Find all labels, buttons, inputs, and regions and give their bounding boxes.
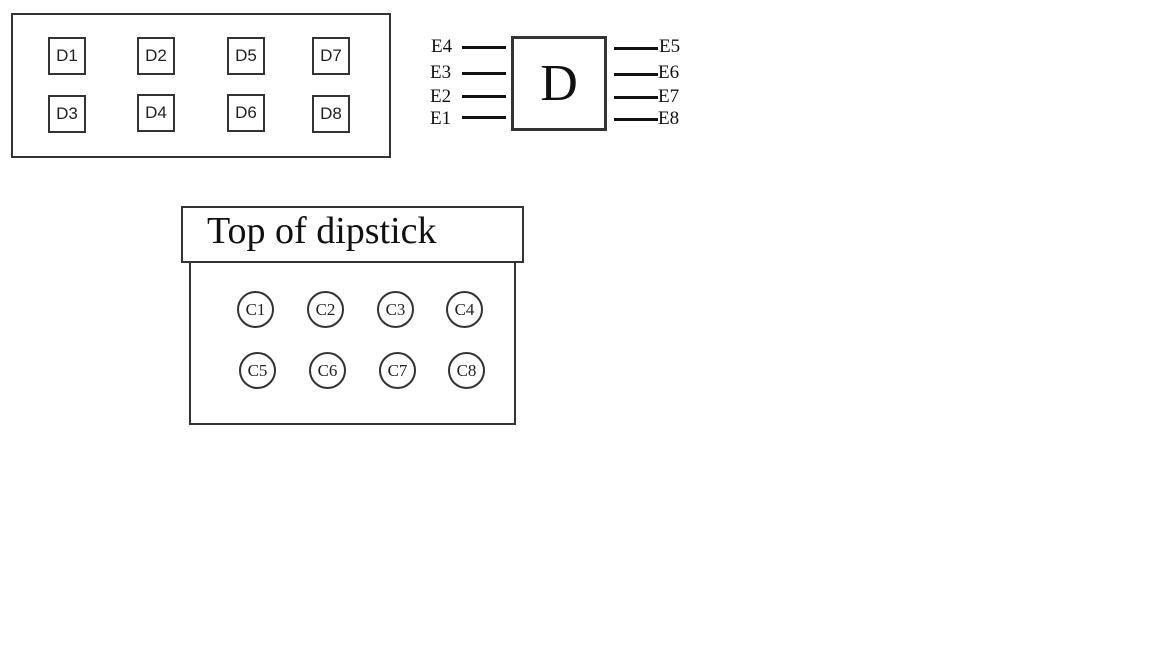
pin-label-e3: E3 [430,62,452,83]
d-contact-panel [11,13,391,158]
d-box-5: D5 [227,37,265,75]
contact-c5: C5 [239,352,276,389]
d-box-1: D1 [48,37,86,75]
contact-c3: C3 [377,291,414,328]
pin-label-e4: E4 [431,36,453,57]
d-box-3: D3 [48,95,86,133]
pin-line-e2 [462,95,506,98]
contact-c7: C7 [379,352,416,389]
d-box-8: D8 [312,95,350,133]
contact-c2: C2 [307,291,344,328]
pin-label-e1: E1 [430,108,452,129]
pin-label-e6: E6 [658,62,680,83]
d-box-6: D6 [227,94,265,132]
pin-line-e1 [462,116,506,119]
dipstick-body [189,261,516,425]
dipstick-top [181,206,524,263]
component-d-label: D [540,55,578,112]
contact-c8: C8 [448,352,485,389]
pin-label-e8: E8 [658,108,680,129]
contact-c1: C1 [237,291,274,328]
pin-line-e3 [462,72,506,75]
pin-label-e5: E5 [659,36,681,57]
d-box-4: D4 [137,94,175,132]
pin-label-e7: E7 [658,86,680,107]
d-box-7: D7 [312,37,350,75]
pin-line-e6 [614,73,658,76]
contact-c6: C6 [309,352,346,389]
pin-line-e4 [462,46,506,49]
pin-line-e7 [614,96,658,99]
contact-c4: C4 [446,291,483,328]
d-box-2: D2 [137,37,175,75]
pin-line-e8 [614,118,658,121]
dipstick-title: Top of dipstick [207,210,437,252]
pin-line-e5 [614,47,658,50]
pin-label-e2: E2 [430,86,452,107]
component-d-box: D [511,36,607,131]
